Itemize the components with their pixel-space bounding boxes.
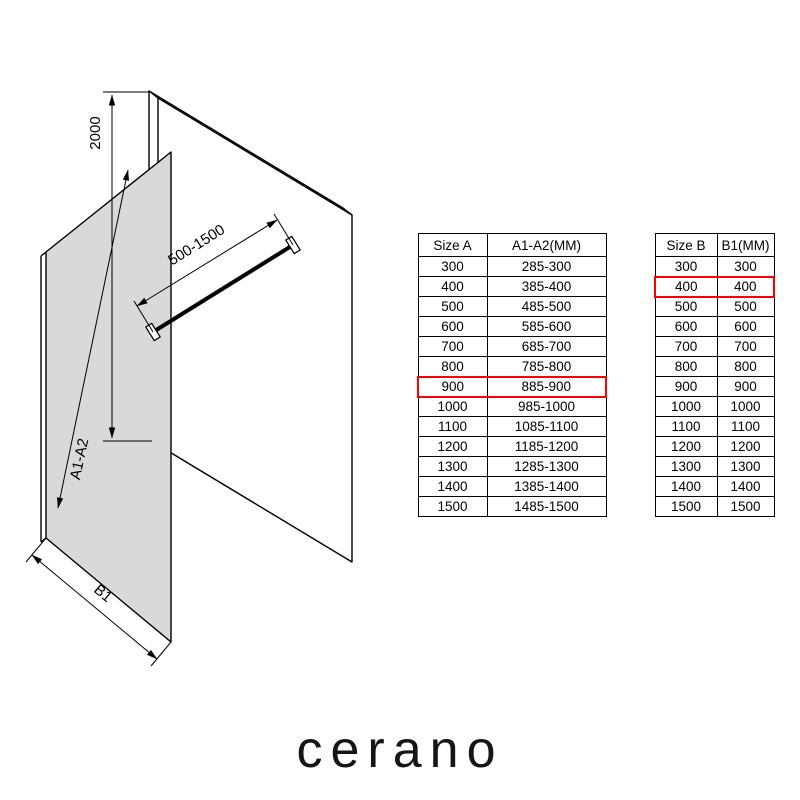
table-cell: 1100	[654, 416, 718, 437]
table-cell: 700	[417, 336, 488, 357]
table-cell: 500	[654, 296, 718, 317]
table-cell: 1100	[417, 416, 488, 437]
table-cell: 900	[654, 376, 718, 397]
table-cell: 1400	[716, 476, 775, 497]
table-cell: 685-700	[486, 336, 607, 357]
table-cell: 800	[654, 356, 718, 377]
table-cell: 1500	[716, 496, 775, 517]
table-cell: 1200	[417, 436, 488, 457]
table-cell: 1485-1500	[486, 496, 607, 517]
table-cell: 485-500	[486, 296, 607, 317]
table-cell: 1500	[654, 496, 718, 517]
table-cell: 400	[716, 275, 775, 298]
table-cell: 300	[716, 256, 775, 277]
table-cell: 500	[417, 296, 488, 317]
table-cell: 900	[716, 376, 775, 397]
height-dimension-label: 2000	[87, 116, 104, 149]
table-cell: 300	[417, 256, 488, 277]
table-cell: 285-300	[486, 256, 607, 277]
table-cell: 1185-1200	[486, 436, 607, 457]
size-b-header-size: Size B	[654, 233, 718, 257]
glass-panel-shape	[40, 151, 172, 643]
table-cell: 1100	[716, 416, 775, 437]
table-cell: 1000	[716, 396, 775, 417]
table-cell: 985-1000	[486, 396, 607, 417]
table-cell: 585-600	[486, 316, 607, 337]
table-cell: 1400	[654, 476, 718, 497]
size-b-header-row: Size B B1(MM)	[654, 233, 775, 257]
table-cell: 1200	[716, 436, 775, 457]
table-cell: 1300	[654, 456, 718, 477]
table-cell: 600	[654, 316, 718, 337]
table-cell: 800	[417, 356, 488, 377]
table-cell: 800	[716, 356, 775, 377]
table-cell: 500	[716, 296, 775, 317]
table-cell: 1300	[417, 456, 488, 477]
table-cell: 385-400	[486, 276, 607, 297]
size-b-header-b1: B1(MM)	[716, 233, 775, 257]
table-cell: 1500	[417, 496, 488, 517]
wall-shape	[148, 90, 353, 563]
table-cell: 1285-1300	[486, 456, 607, 477]
table-cell: 785-800	[486, 356, 607, 377]
table-cell: 600	[716, 316, 775, 337]
table-cell: 300	[654, 256, 718, 277]
table-cell: 600	[417, 316, 488, 337]
table-cell: 400	[654, 275, 718, 298]
table-cell: 1400	[417, 476, 488, 497]
table-cell: 1000	[654, 396, 718, 417]
size-a-header-row: Size A A1-A2(MM)	[417, 233, 607, 257]
table-cell: 1085-1100	[486, 416, 607, 437]
table-cell: 1300	[716, 456, 775, 477]
table-cell: 400	[417, 276, 488, 297]
table-cell: 1200	[654, 436, 718, 457]
table-cell: 1385-1400	[486, 476, 607, 497]
table-cell: 700	[654, 336, 718, 357]
brand-logo: cerano	[296, 721, 504, 779]
table-cell: 1000	[417, 396, 488, 417]
table-cell: 700	[716, 336, 775, 357]
technical-drawing: 2000 500-1500 A1-A2 B1	[25, 90, 353, 667]
size-a-header-size: Size A	[417, 233, 488, 257]
table-cell: 885-900	[486, 375, 607, 398]
size-a-header-range: A1-A2(MM)	[486, 233, 607, 257]
table-cell: 900	[417, 375, 488, 398]
